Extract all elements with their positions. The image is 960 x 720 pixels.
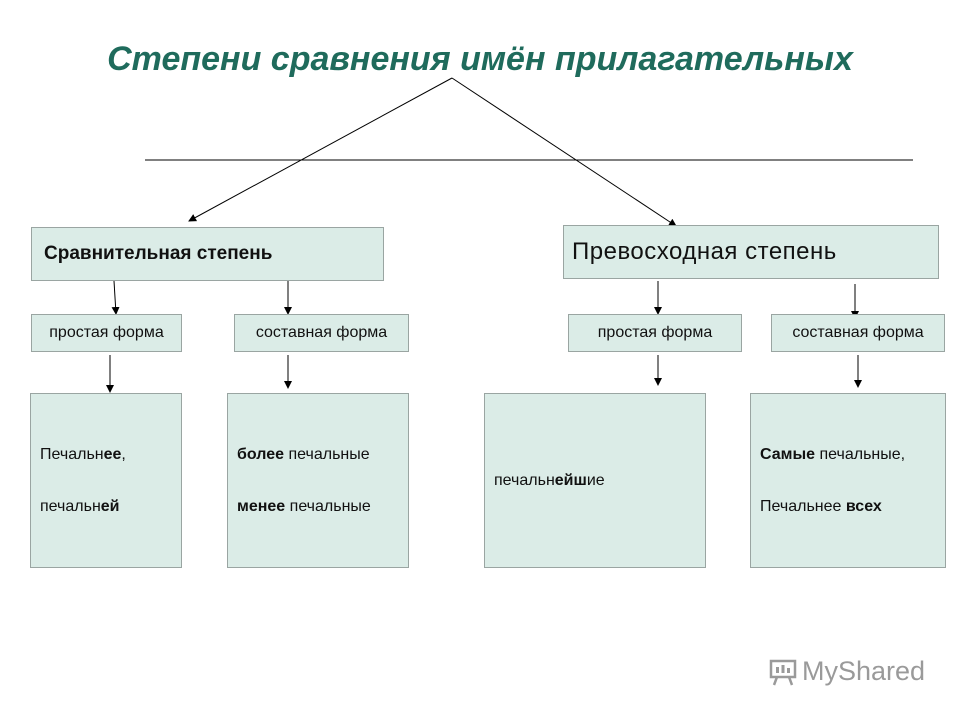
text-segment: печальные, [815, 446, 906, 463]
text-segment: , [121, 446, 126, 463]
example-line: печальней [40, 498, 120, 516]
text-segment: Печальнее [760, 498, 846, 515]
text-segment: Печальн [40, 446, 104, 463]
example-line: Печальнее, [40, 446, 126, 464]
comparative-compound-form: составная форма [234, 314, 409, 352]
bold-suffix: всех [845, 498, 882, 515]
presentation-icon [769, 659, 797, 685]
bold-suffix: ейш [554, 472, 587, 489]
example-line: более печальные [237, 446, 370, 464]
superlative-compound-form: составная форма [771, 314, 945, 352]
superlative-simple-examples: печальнейшие [484, 393, 706, 568]
bold-suffix: менее [237, 498, 286, 515]
diagram-title: Степени сравнения имён прилагательных [107, 40, 853, 78]
superlative-compound-examples: Самые печальные, Печальнее всех [750, 393, 946, 568]
text-segment: печальн [494, 472, 555, 489]
watermark-logo: MyShared [768, 656, 925, 687]
title-to-superlative-arrow [451, 77, 677, 227]
text-segment: печальные [285, 498, 371, 515]
example-line: Печальнее всех [760, 498, 882, 516]
comparative-simple-examples: Печальнее, печальней [30, 393, 182, 568]
example-line: менее печальные [237, 498, 371, 516]
watermark-text: MyShared [802, 656, 926, 686]
bold-suffix: более [237, 446, 285, 463]
example-line: печальнейшие [494, 472, 605, 490]
arrow-comp-simple [111, 280, 120, 315]
comparative-compound-examples: более печальные менее печальные [227, 393, 409, 568]
bold-suffix: ей [100, 498, 120, 515]
example-line: Самые печальные, [760, 446, 905, 464]
text-segment: ие [586, 472, 605, 489]
superlative-header: Превосходная степень [563, 225, 939, 279]
comparative-header: Сравнительная степень [31, 227, 384, 281]
bold-suffix: ее [103, 446, 122, 463]
bold-suffix: Самые [760, 446, 816, 463]
comparative-simple-form: простая форма [31, 314, 182, 352]
superlative-simple-form: простая форма [568, 314, 742, 352]
text-segment: печальн [40, 498, 101, 515]
text-segment: печальные [284, 446, 370, 463]
title-to-comparative-arrow [188, 77, 453, 222]
